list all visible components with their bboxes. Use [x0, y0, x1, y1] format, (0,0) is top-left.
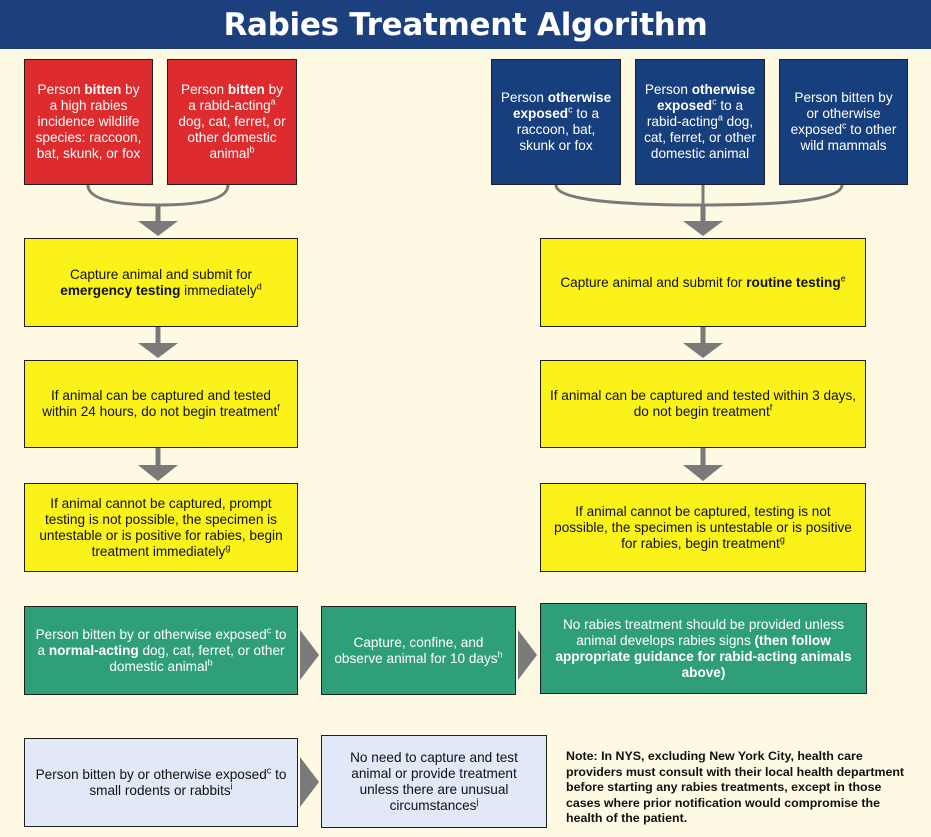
nys-note: Note: In NYS, excluding New York City, h…	[566, 749, 905, 825]
exposed-wildlife-box: Person otherwise exposedc to a raccoon, …	[491, 59, 621, 185]
bitten-wildlife-box: Person bitten by a high rabies incidence…	[24, 59, 153, 185]
page-title: Rabies Treatment Algorithm	[0, 0, 931, 49]
small-rodents-box: Person bitten by or otherwise exposedc t…	[24, 738, 298, 827]
arrow-down-left-1	[138, 221, 178, 236]
arrow-down-right-3	[683, 465, 723, 481]
arrow-right-normal-1	[300, 630, 319, 680]
arrow-down-right-1	[683, 221, 723, 236]
within-3-days-box: If animal can be captured and tested wit…	[540, 360, 866, 448]
arrow-right-rodents	[300, 757, 319, 807]
bitten-domestic-box: Person bitten by a rabid-actinga dog, ca…	[167, 59, 297, 185]
emergency-testing-box: Capture animal and submit for emergency …	[24, 238, 298, 327]
routine-testing-box: Capture animal and submit for routine te…	[540, 238, 866, 327]
right-merge-curve	[554, 184, 844, 207]
exposed-domestic-box: Person otherwise exposedc to a rabid-act…	[635, 59, 765, 185]
other-wild-mammals-box: Person bitten by or otherwise exposedc t…	[779, 59, 908, 185]
no-need-to-capture-box: No need to capture and test animal or pr…	[321, 735, 547, 828]
cannot-capture-left-box: If animal cannot be captured, prompt tes…	[24, 483, 298, 572]
arrow-down-right-2	[683, 343, 723, 358]
cannot-capture-right-box: If animal cannot be captured, testing is…	[540, 483, 866, 572]
arrow-right-normal-2	[518, 630, 537, 680]
arrow-down-left-3	[138, 465, 178, 481]
arrow-down-left-2	[138, 343, 178, 358]
normal-acting-box: Person bitten by or otherwise exposedc t…	[24, 606, 298, 695]
left-merge-curve	[86, 184, 230, 207]
title-text: Rabies Treatment Algorithm	[223, 6, 708, 43]
within-24-hours-box: If animal can be captured and tested wit…	[24, 360, 298, 448]
observe-10-days-box: Capture, confine, and observe animal for…	[321, 606, 516, 695]
no-rabies-treatment-box: No rabies treatment should be provided u…	[540, 603, 867, 694]
